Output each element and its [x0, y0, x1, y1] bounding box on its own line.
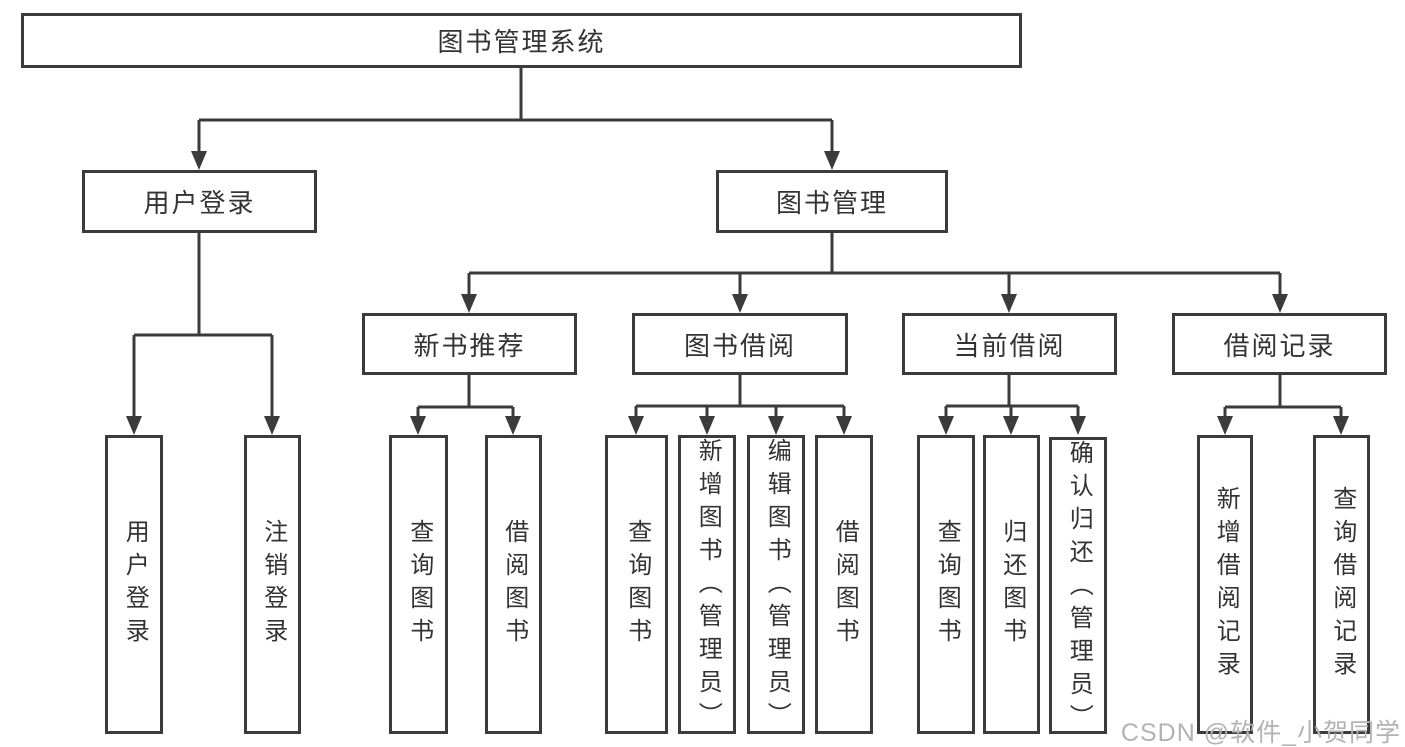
- leaf-label: 借阅图书: [831, 518, 859, 651]
- csdn-watermark: CSDN @软件_小贺同学: [1120, 719, 1401, 747]
- leaf-borrowing-borrow-book: 借阅图书: [815, 435, 873, 734]
- node-current-borrowing: 当前借阅: [902, 313, 1117, 375]
- leaf-borrowing-edit-book: 编辑图书（管理员）: [747, 435, 805, 735]
- leaf-recommend-borrow-book: 借阅图书: [485, 435, 542, 734]
- leaf-label: 新增借阅记录: [1212, 485, 1240, 684]
- node-book-management: 图书管理: [716, 170, 948, 233]
- leaf-borrowing-query-book: 查询图书: [605, 435, 668, 734]
- leaf-label: 查询图书: [623, 518, 651, 651]
- leaf-label: 查询借阅记录: [1328, 485, 1356, 684]
- leaf-label: 确认归还（管理员）: [1065, 440, 1093, 737]
- leaf-current-query-book: 查询图书: [917, 435, 975, 734]
- node-user-login: 用户登录: [82, 170, 317, 233]
- arrowhead-icons: [126, 151, 1349, 435]
- leaf-label: 注销登录: [259, 518, 287, 651]
- leaf-borrowing-add-book: 新增图书（管理员）: [678, 435, 736, 735]
- node-new-book-recommend: 新书推荐: [362, 313, 577, 375]
- leaf-current-confirm-return: 确认归还（管理员）: [1049, 437, 1107, 737]
- leaf-logout: 注销登录: [244, 435, 301, 734]
- leaf-label: 编辑图书（管理员）: [763, 438, 791, 735]
- leaf-current-return-book: 归还图书: [983, 435, 1040, 734]
- node-system-root: 图书管理系统: [21, 13, 1022, 68]
- leaf-label: 用户登录: [121, 518, 149, 651]
- leaf-records-add-record: 新增借阅记录: [1197, 435, 1253, 734]
- leaf-recommend-query-book: 查询图书: [389, 435, 448, 734]
- node-borrowing-records: 借阅记录: [1172, 313, 1387, 375]
- leaf-label: 归还图书: [998, 518, 1026, 651]
- leaf-label: 查询图书: [405, 518, 433, 651]
- leaf-records-query-record: 查询借阅记录: [1313, 435, 1370, 734]
- leaf-user-login: 用户登录: [105, 435, 163, 734]
- leaf-label: 查询图书: [933, 518, 961, 651]
- leaf-label: 借阅图书: [500, 518, 528, 651]
- leaf-label: 新增图书（管理员）: [694, 438, 722, 735]
- node-book-borrowing: 图书借阅: [632, 313, 848, 375]
